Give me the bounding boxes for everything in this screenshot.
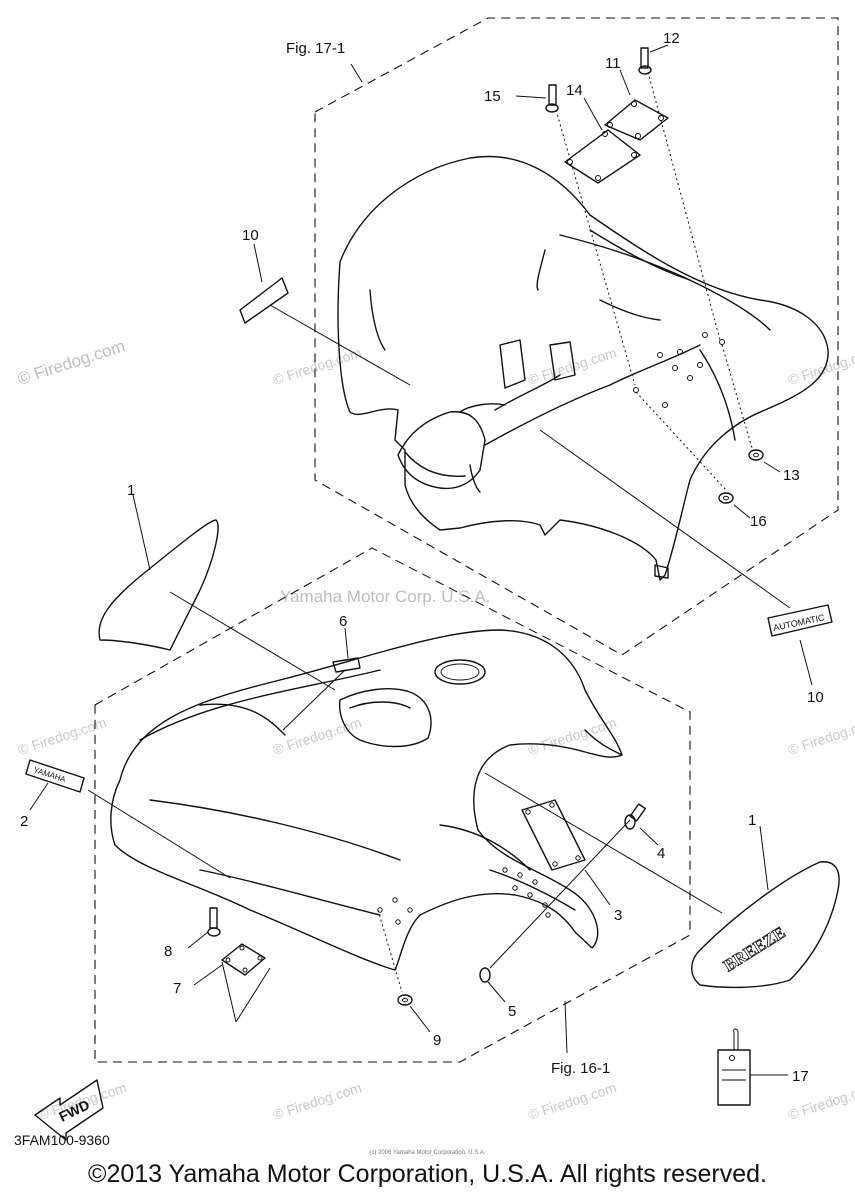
watermark-firedog: © Firedog.com (786, 1079, 855, 1123)
callout-10: 10 (807, 689, 824, 706)
leader-line (344, 627, 349, 659)
callout-11: 11 (605, 55, 621, 72)
guide-line (377, 909, 403, 993)
leader-line (583, 97, 603, 131)
guide-line (169, 591, 336, 691)
leader-line (639, 827, 659, 846)
guide-line (635, 391, 727, 491)
callout-2: 2 (20, 813, 28, 830)
callout-13: 13 (783, 467, 800, 484)
guide-line (647, 71, 721, 341)
watermark-firedog: © Firedog.com (271, 714, 363, 758)
leader-line (584, 869, 611, 906)
leader-line (515, 95, 547, 99)
side-cover-left (98, 519, 219, 651)
callout-7: 7 (173, 980, 181, 997)
guide-line (235, 967, 271, 1023)
guide-line (269, 304, 411, 386)
decal-automatic: AUTOMATIC (767, 604, 833, 637)
callout-5: 5 (508, 1003, 516, 1020)
guide-line (87, 789, 231, 879)
leader-line (763, 461, 781, 473)
callout-6: 6 (339, 613, 347, 630)
callout-9: 9 (433, 1032, 441, 1049)
callout-3: 3 (614, 907, 622, 924)
leader-line (187, 931, 209, 949)
callout-1: 1 (748, 812, 756, 829)
callout-15: 15 (484, 88, 501, 105)
figure-ref-16-1: Fig. 16-1 (551, 1060, 610, 1077)
callout-8: 8 (164, 943, 172, 960)
guide-line (282, 669, 346, 731)
rivet-12 (638, 47, 652, 75)
decal-6 (332, 657, 361, 673)
leader-line (193, 964, 223, 986)
watermark-firedog: © Firedog.com (786, 714, 855, 758)
guide-line (221, 961, 237, 1023)
leader-line (564, 1000, 568, 1054)
leader-line (350, 63, 363, 83)
side-cover-right: BREEZE (691, 861, 840, 989)
callout-17: 17 (792, 1068, 809, 1085)
plate-7 (221, 943, 266, 976)
leader-line (29, 782, 49, 811)
leader-line (619, 69, 631, 96)
fig-17-1-boundary (314, 17, 839, 656)
guide-line (489, 819, 631, 969)
leader-line (733, 504, 751, 519)
leader-line (253, 243, 263, 283)
guide-line (539, 429, 791, 609)
fig-16-1-boundary (94, 547, 691, 1063)
watermark-firedog: © Firedog.com (271, 1079, 363, 1123)
copyright-footer: ©2013 Yamaha Motor Corporation, U.S.A. A… (88, 1160, 767, 1188)
nut-16 (718, 492, 734, 504)
rivet-15 (545, 84, 559, 113)
leader-line (409, 1005, 431, 1033)
plate-11 (604, 99, 669, 141)
plate-14 (564, 129, 641, 184)
guide-line (555, 109, 636, 386)
leader-line (759, 825, 769, 891)
diagram-part-code: 3FAM100-9360 (14, 1132, 110, 1148)
guide-line (484, 772, 723, 914)
leader-line (649, 44, 669, 53)
rear-fender-upper (337, 155, 829, 581)
decal-10-upper (239, 277, 289, 324)
watermark-yamaha: Yamaha Motor Corp. U.S.A. (280, 587, 490, 606)
nut-5 (479, 967, 491, 983)
watermark-firedog: © Firedog.com (786, 344, 855, 388)
callouts: Fig. 17-1 Fig. 16-1 1 1 2 3 4 5 6 7 8 9 … (20, 30, 824, 1085)
breeze-decal-text: BREEZE (720, 923, 789, 976)
rivet-8 (207, 907, 221, 937)
plate-3 (521, 799, 586, 871)
callout-16: 16 (750, 513, 767, 530)
watermark-firedog: © Firedog.com (526, 714, 618, 758)
nut-9 (397, 994, 413, 1006)
callout-1: 1 (127, 482, 135, 499)
callout-12: 12 (663, 30, 680, 47)
rivet-4 (624, 803, 646, 830)
front-fender-lower (110, 629, 623, 971)
callout-14: 14 (566, 82, 583, 99)
label-tag-17 (717, 1028, 751, 1106)
watermarks: © Firedog.com © Firedog.com © Firedog.co… (15, 336, 855, 1123)
tiny-credit-line: (c) 2006 Yamaha Motor Corporation, U.S.A… (369, 1150, 486, 1156)
figure-ref-17-1: Fig. 17-1 (286, 40, 345, 57)
watermark-firedog: © Firedog.com (526, 1079, 618, 1123)
nut-13 (748, 449, 764, 461)
leader-line (799, 639, 813, 686)
leader-line (132, 494, 151, 571)
watermark-firedog: © Firedog.com (15, 336, 127, 389)
watermark-firedog: © Firedog.com (526, 344, 618, 388)
leader-line (487, 981, 506, 1003)
callout-10: 10 (242, 227, 259, 244)
callout-4: 4 (657, 845, 665, 862)
decal-yamaha: YAMAHA (25, 759, 85, 793)
